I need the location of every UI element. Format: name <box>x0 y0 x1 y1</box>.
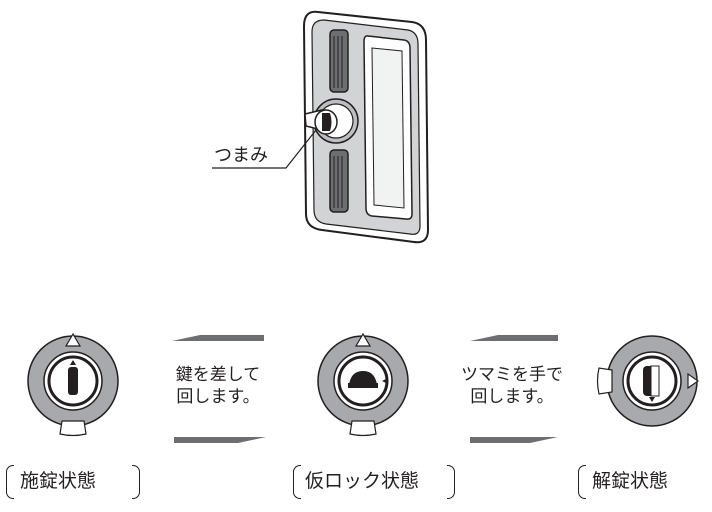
handle-slot-top <box>329 29 349 93</box>
temporary-lock-dial-icon <box>317 332 409 437</box>
state-locked-label: 施錠状態 <box>20 470 97 492</box>
bracket-left <box>6 465 14 499</box>
arrow-right-1 <box>174 437 266 443</box>
bracket-right <box>132 465 140 499</box>
arrow-left-2 <box>470 335 558 341</box>
bracket-left <box>293 465 301 499</box>
bracket-right <box>447 465 455 499</box>
instruction-left-line2: 回します。 <box>176 387 260 407</box>
arrow-right-2 <box>470 437 558 443</box>
door-handle-illustration <box>212 10 430 244</box>
unlocked-dial-icon <box>596 335 700 427</box>
knob-icon <box>304 98 359 144</box>
knob-leader-line <box>212 129 317 169</box>
instruction-left: 鍵を差して 回します。 <box>168 364 268 408</box>
bracket-left <box>578 465 586 499</box>
instruction-right-line2: 回します。 <box>470 387 554 407</box>
locked-dial-icon <box>27 332 119 437</box>
instruction-left-line1: 鍵を差して <box>175 365 261 385</box>
state-locked: 施錠状態 <box>6 465 140 499</box>
state-unlocked-label: 解錠状態 <box>592 470 669 492</box>
handle-slot-bottom <box>329 149 349 213</box>
arrow-left-1 <box>172 335 264 341</box>
state-unlocked: 解錠状態 <box>578 465 710 499</box>
state-temporary-lock-label: 仮ロック状態 <box>305 470 420 492</box>
instruction-right-line1: ツマミを手で <box>461 365 563 385</box>
instruction-right: ツマミを手で 回します。 <box>452 364 572 408</box>
knob-label: つまみ <box>214 145 268 166</box>
state-temporary-lock: 仮ロック状態 <box>293 465 455 499</box>
